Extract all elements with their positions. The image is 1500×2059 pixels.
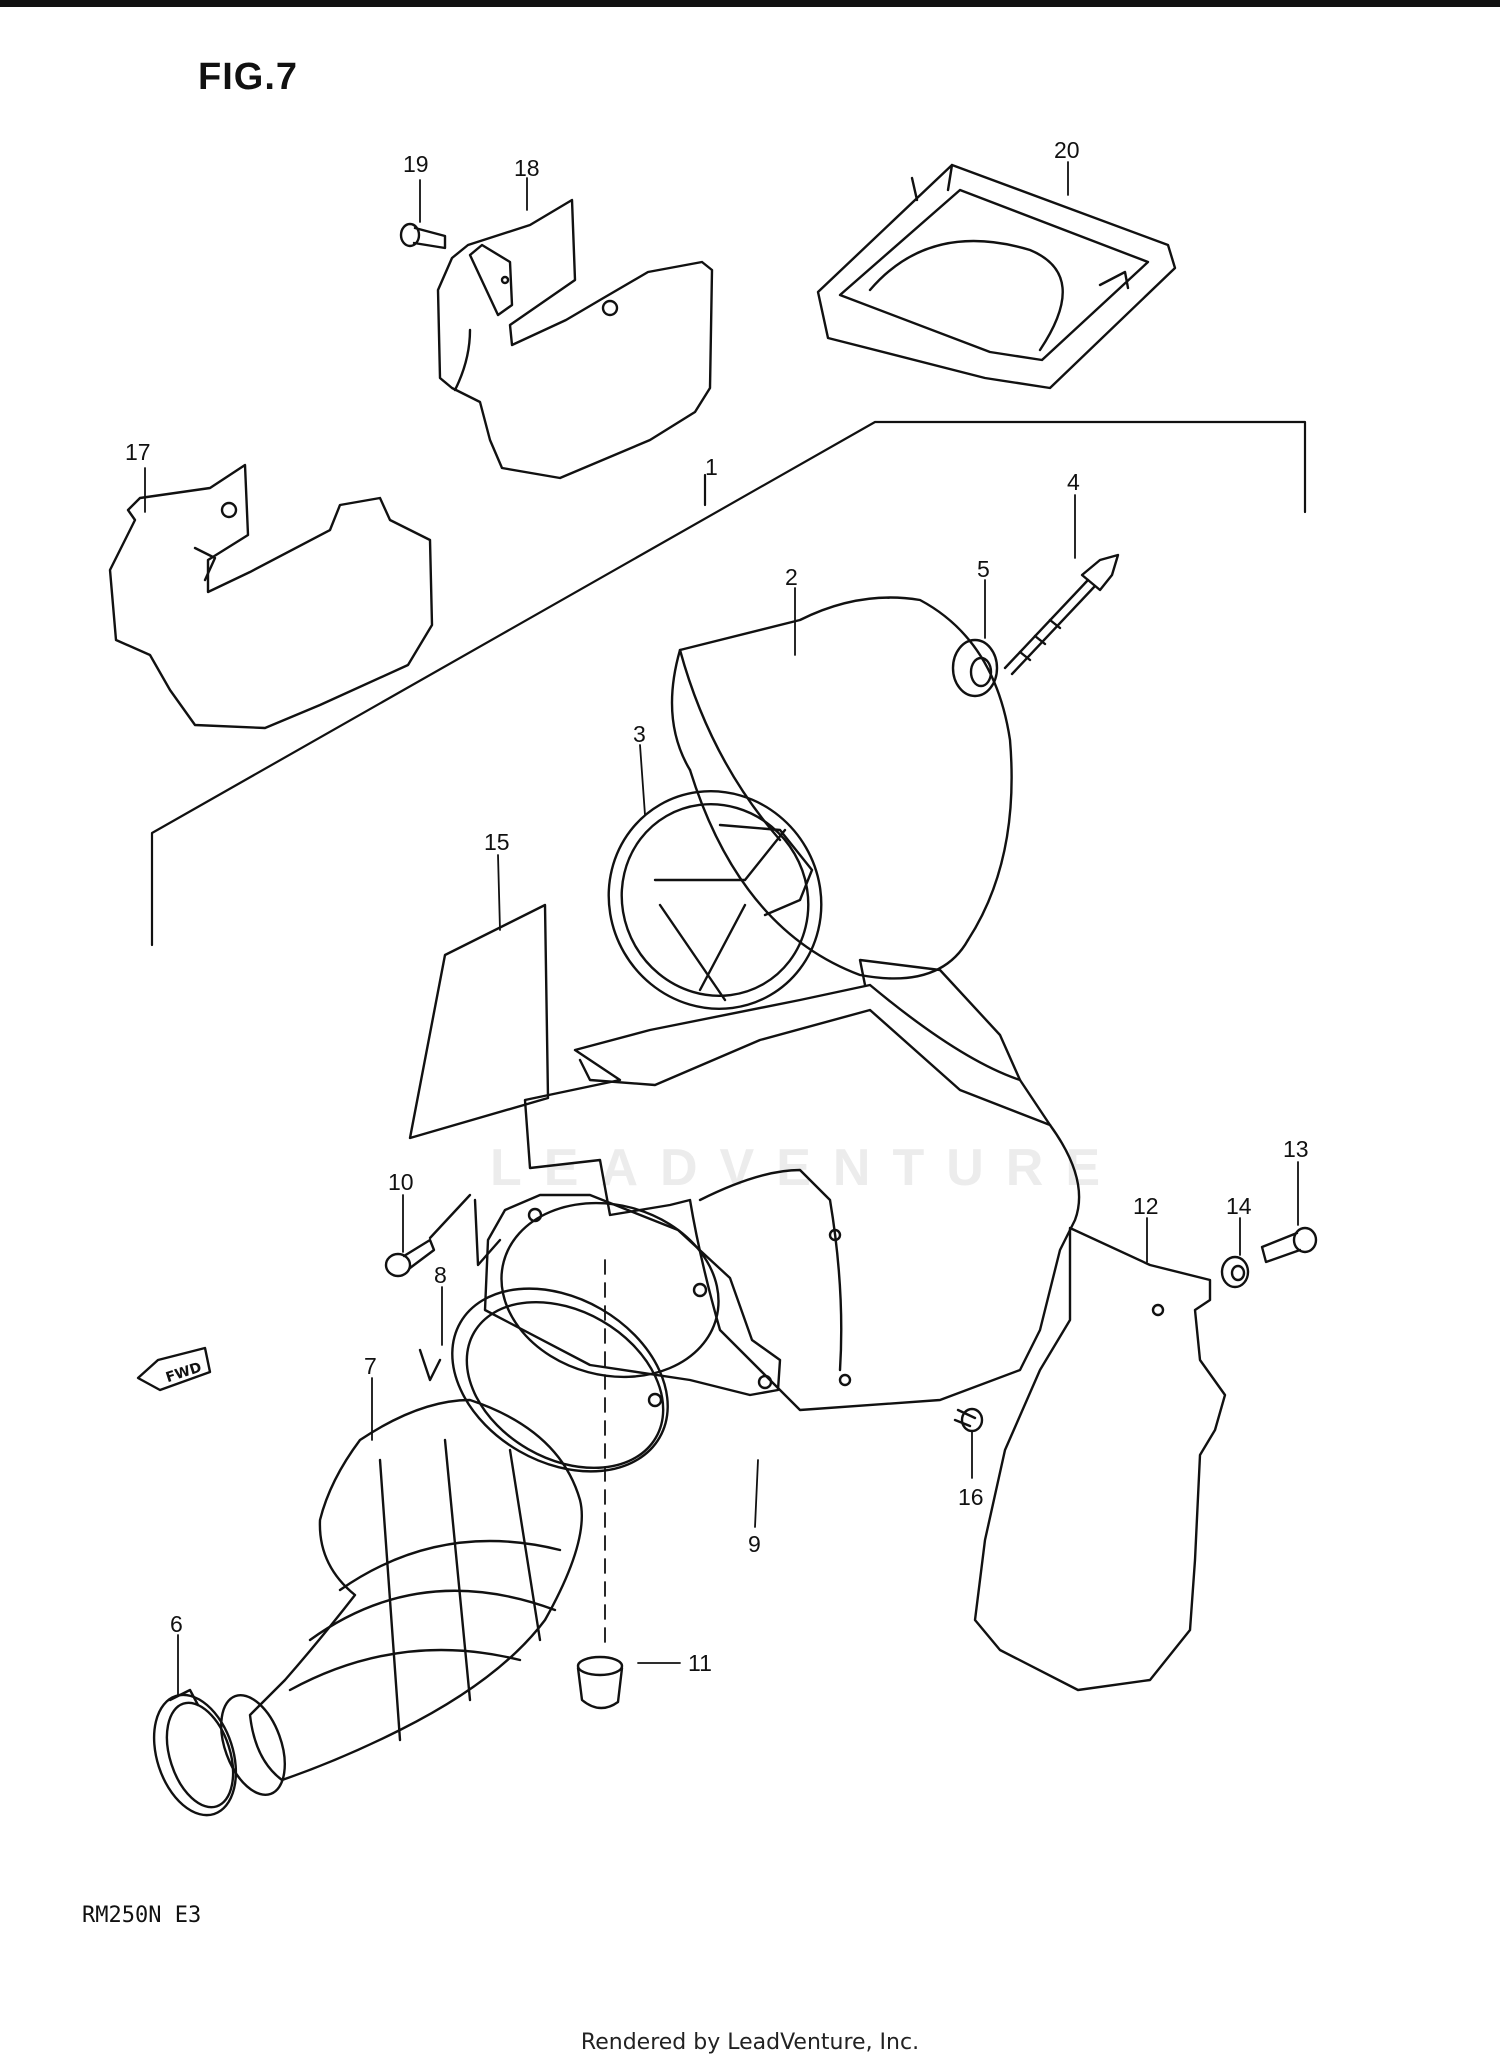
leader-lines xyxy=(144,161,1299,1696)
part-18-side-cover xyxy=(436,198,714,480)
part-6-clamp xyxy=(152,1688,238,1817)
top-border xyxy=(0,0,1500,7)
callout-12: 12 xyxy=(1133,1193,1159,1219)
part-16-bolt xyxy=(953,1407,984,1433)
callout-20: 20 xyxy=(1054,137,1080,163)
footer-credit: Rendered by LeadVenture, Inc. xyxy=(580,2030,920,2055)
callout-7: 7 xyxy=(364,1353,377,1379)
callout-19: 19 xyxy=(403,151,429,177)
part-17-side-cover xyxy=(108,463,434,730)
part-11-cap xyxy=(576,1655,624,1710)
part-3-filter-cage xyxy=(607,790,823,1010)
forward-direction-icon xyxy=(136,1346,212,1392)
part-8-seal-ring xyxy=(418,1287,669,1473)
callout-16: 16 xyxy=(958,1484,984,1510)
watermark: LEADVENTURE xyxy=(490,1139,1123,1197)
assembly-bracket xyxy=(150,420,1307,947)
part-12-mud-guard xyxy=(973,1226,1227,1692)
callout-11: 11 xyxy=(688,1650,712,1676)
callout-1: 1 xyxy=(705,454,718,480)
callout-2: 2 xyxy=(785,564,798,590)
callout-8: 8 xyxy=(434,1262,447,1288)
airbox-housing xyxy=(523,958,1081,1412)
callout-18: 18 xyxy=(514,155,540,181)
part-14-grommet xyxy=(1220,1255,1250,1289)
callout-9: 9 xyxy=(748,1531,761,1557)
callout-17: 17 xyxy=(125,439,151,465)
part-15-sheet xyxy=(408,903,550,1140)
callout-4: 4 xyxy=(1067,469,1080,495)
part-20-tray xyxy=(816,163,1177,390)
callout-14: 14 xyxy=(1226,1193,1252,1219)
part-9-flange xyxy=(483,1193,782,1408)
part-19-bolt xyxy=(399,222,447,250)
figure-title: FIG.7 xyxy=(198,56,299,98)
model-code: RM250N E3 xyxy=(82,1903,202,1928)
part-13-bolt xyxy=(1260,1226,1318,1264)
callout-10: 10 xyxy=(388,1169,414,1195)
callout-13: 13 xyxy=(1283,1136,1309,1162)
part-2-filter-element xyxy=(670,596,1013,980)
callout-6: 6 xyxy=(170,1611,183,1637)
callout-5: 5 xyxy=(977,556,990,582)
part-10-screw xyxy=(384,1193,502,1278)
part-4-wing-bolt xyxy=(1003,553,1120,676)
part-7-intake-boot xyxy=(220,1398,584,1796)
callout-numbers: 1 2 3 4 5 6 7 8 9 10 11 12 13 14 15 16 1… xyxy=(125,137,1309,1676)
callout-15: 15 xyxy=(484,829,510,855)
callout-3: 3 xyxy=(633,721,646,747)
